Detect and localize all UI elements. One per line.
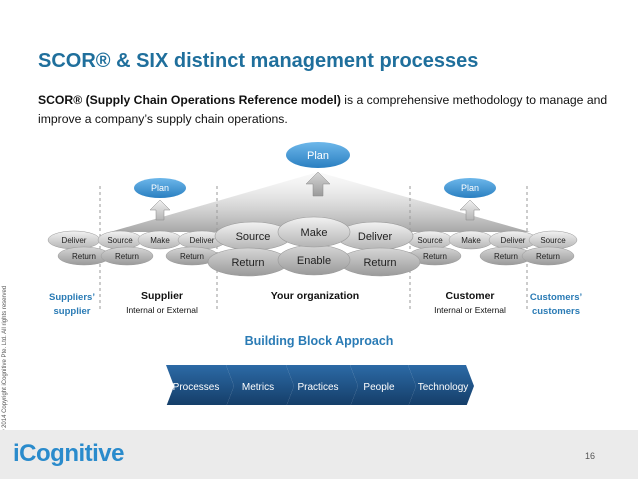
svg-text:Source: Source	[236, 231, 271, 243]
svg-text:Return: Return	[115, 252, 139, 261]
label-customer: Customer	[445, 290, 495, 302]
building-block-chevrons: Processes Metrics Practices People Techn…	[166, 365, 474, 405]
plan-fan-shape	[110, 172, 530, 232]
intro-rest: is a comprehensive methodology to manage…	[38, 93, 608, 126]
block-technology	[408, 365, 474, 405]
svg-text:People: People	[363, 382, 395, 393]
up-arrow-right	[459, 199, 481, 221]
svg-text:Return: Return	[180, 252, 204, 261]
block-people	[350, 365, 416, 405]
label-suppliers-supplier-1: Suppliers’	[49, 292, 95, 303]
label-customer-sub: Internal or External	[434, 305, 506, 315]
svg-text:Deliver: Deliver	[358, 231, 393, 243]
svg-text:Return: Return	[536, 252, 560, 261]
page-title: SCOR® & SIX distinct management processe…	[38, 50, 479, 72]
svg-text:Plan: Plan	[461, 183, 479, 193]
svg-text:Make: Make	[301, 227, 328, 239]
svg-text:Return: Return	[72, 252, 96, 261]
svg-text:Plan: Plan	[307, 150, 329, 162]
svg-text:Return: Return	[423, 252, 447, 261]
svg-text:Processes: Processes	[173, 382, 220, 393]
svg-text:Deliver: Deliver	[501, 236, 526, 245]
svg-text:Source: Source	[540, 236, 566, 245]
svg-text:Return: Return	[231, 257, 264, 269]
label-suppliers-supplier-2: supplier	[53, 306, 91, 317]
supplier-process: Source Make Deliver Return Return	[97, 230, 227, 266]
label-supplier-sub: Internal or External	[126, 305, 198, 315]
svg-text:Metrics: Metrics	[242, 382, 274, 393]
svg-text:Technology: Technology	[418, 382, 469, 393]
svg-text:Practices: Practices	[297, 382, 338, 393]
svg-text:Return: Return	[363, 257, 396, 269]
svg-text:Deliver: Deliver	[62, 236, 87, 245]
up-arrow-left	[149, 199, 171, 221]
plan-right: Plan	[444, 178, 496, 198]
intro-text: SCOR® (Supply Chain Operations Reference…	[38, 91, 608, 129]
svg-text:Return: Return	[494, 252, 518, 261]
footer-bar	[0, 430, 638, 479]
intro-bold: SCOR® (Supply Chain Operations Reference…	[38, 93, 341, 107]
label-customers-customer-1: Customers’	[529, 292, 583, 303]
svg-text:Source: Source	[107, 236, 133, 245]
page-number: 16	[585, 451, 596, 461]
block-metrics	[226, 365, 294, 405]
customers-customer-process: Source Return	[521, 230, 578, 266]
label-customers-customer-2: customers	[531, 306, 581, 317]
block-practices	[286, 365, 358, 405]
scor-diagram: Plan Plan Plan Deliver Return Source Mak…	[47, 142, 578, 405]
icognitive-logo: iCognitive	[13, 440, 125, 467]
block-processes	[166, 365, 234, 405]
svg-text:Plan: Plan	[151, 183, 169, 193]
label-supplier: Supplier	[140, 290, 183, 302]
up-arrow-center	[305, 171, 331, 197]
label-your-organization: Your organization	[270, 290, 360, 302]
your-organization-process: Source Deliver Return Return Enable Make	[207, 216, 421, 277]
plan-left: Plan	[134, 178, 186, 198]
svg-text:Enable: Enable	[297, 255, 331, 267]
customer-process: Source Make Deliver Return Return	[407, 230, 538, 266]
svg-text:Source: Source	[417, 236, 443, 245]
svg-text:Make: Make	[150, 236, 170, 245]
suppliers-supplier-process: Deliver Return	[47, 230, 111, 266]
svg-text:Deliver: Deliver	[190, 236, 215, 245]
building-block-title: Building Block Approach	[244, 334, 394, 348]
svg-text:Make: Make	[461, 236, 481, 245]
plan-top: Plan	[286, 142, 350, 168]
